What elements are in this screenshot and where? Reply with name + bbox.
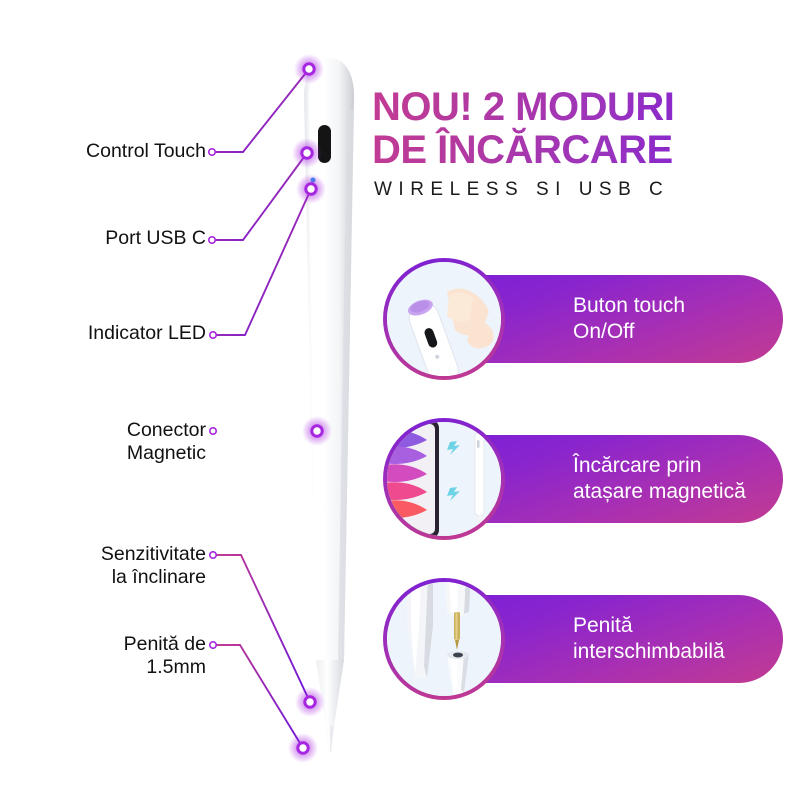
feature-image-incarcare-magnetica [383,418,505,540]
leader-target-marker [302,62,316,76]
callout-label-indicator-led: Indicator LED [87,322,206,344]
feature-buton-touch[interactable]: Buton touch On/Off [383,258,783,380]
leader-origin-dot [209,330,218,339]
feature-image-buton-touch [383,258,505,380]
leader-origin-dot [209,426,218,435]
leader-senzitivitate [209,550,325,717]
feature-image-penita-interschimbabila [383,578,505,700]
leader-target-marker [310,424,324,438]
leader-control-touch [208,54,324,157]
callout-label-control-touch: Control Touch [86,140,206,162]
leader-indicator-led [209,174,326,339]
leader-conector-magnetic [209,416,332,446]
leader-target-marker [296,741,310,755]
leader-target-marker [304,182,318,196]
leader-origin-dot [209,550,218,559]
finger-touch-button-icon [387,262,501,376]
lightning-bolts [447,441,460,501]
stylus-pen-illustration [304,58,354,752]
feature-label: Încărcare prin atașare magnetică [573,454,746,503]
leader-penita-1-5mm [209,640,318,763]
replaceable-nib-icon [387,582,501,696]
feature-label: Penită interschimbabilă [573,614,725,663]
page-subtitle: WIRELESS SI USB C [374,179,670,201]
callout-label-penita-1-5mm: Penită de 1.5mm [123,633,206,679]
led-indicator-dot [310,177,316,183]
feature-label: Buton touch On/Off [573,294,686,343]
callout-label-conector-magnetic: Conector Magnetic [126,419,206,465]
callout-label-port-usb-c: Port USB C [105,227,206,249]
leader-origin-dot [208,148,217,157]
headline-block: NOU! 2 MODURI DE ÎNCĂRCARE WIRELESS SI U… [372,85,792,201]
leader-target-marker [303,695,317,709]
leader-origin-dot [208,236,217,245]
replacement-nib [447,651,469,694]
callout-label-senzitivitate: Senzitivitate la înclinare [100,543,206,589]
leader-port-usb-c [208,138,322,245]
tablet [387,422,439,536]
callout-leader-lines [208,54,332,763]
leader-origin-dot [209,640,218,649]
usb-c-port [318,125,331,163]
feature-penita-interschimbabila[interactable]: Penită interschimbabilă [383,578,783,700]
stylus [474,431,485,530]
detached-pen-body [445,582,471,650]
tablet-magnetic-charging-icon [387,422,501,536]
feature-pill-penita-interschimbabila[interactable]: Penită interschimbabilă [443,595,783,683]
leader-target-marker [300,146,314,160]
page-title: NOU! 2 MODURI DE ÎNCĂRCARE [372,85,792,172]
whole-pen-tip [407,582,433,678]
feature-incarcare-magnetica[interactable]: Încărcare prin atașare magnetică [383,418,783,540]
